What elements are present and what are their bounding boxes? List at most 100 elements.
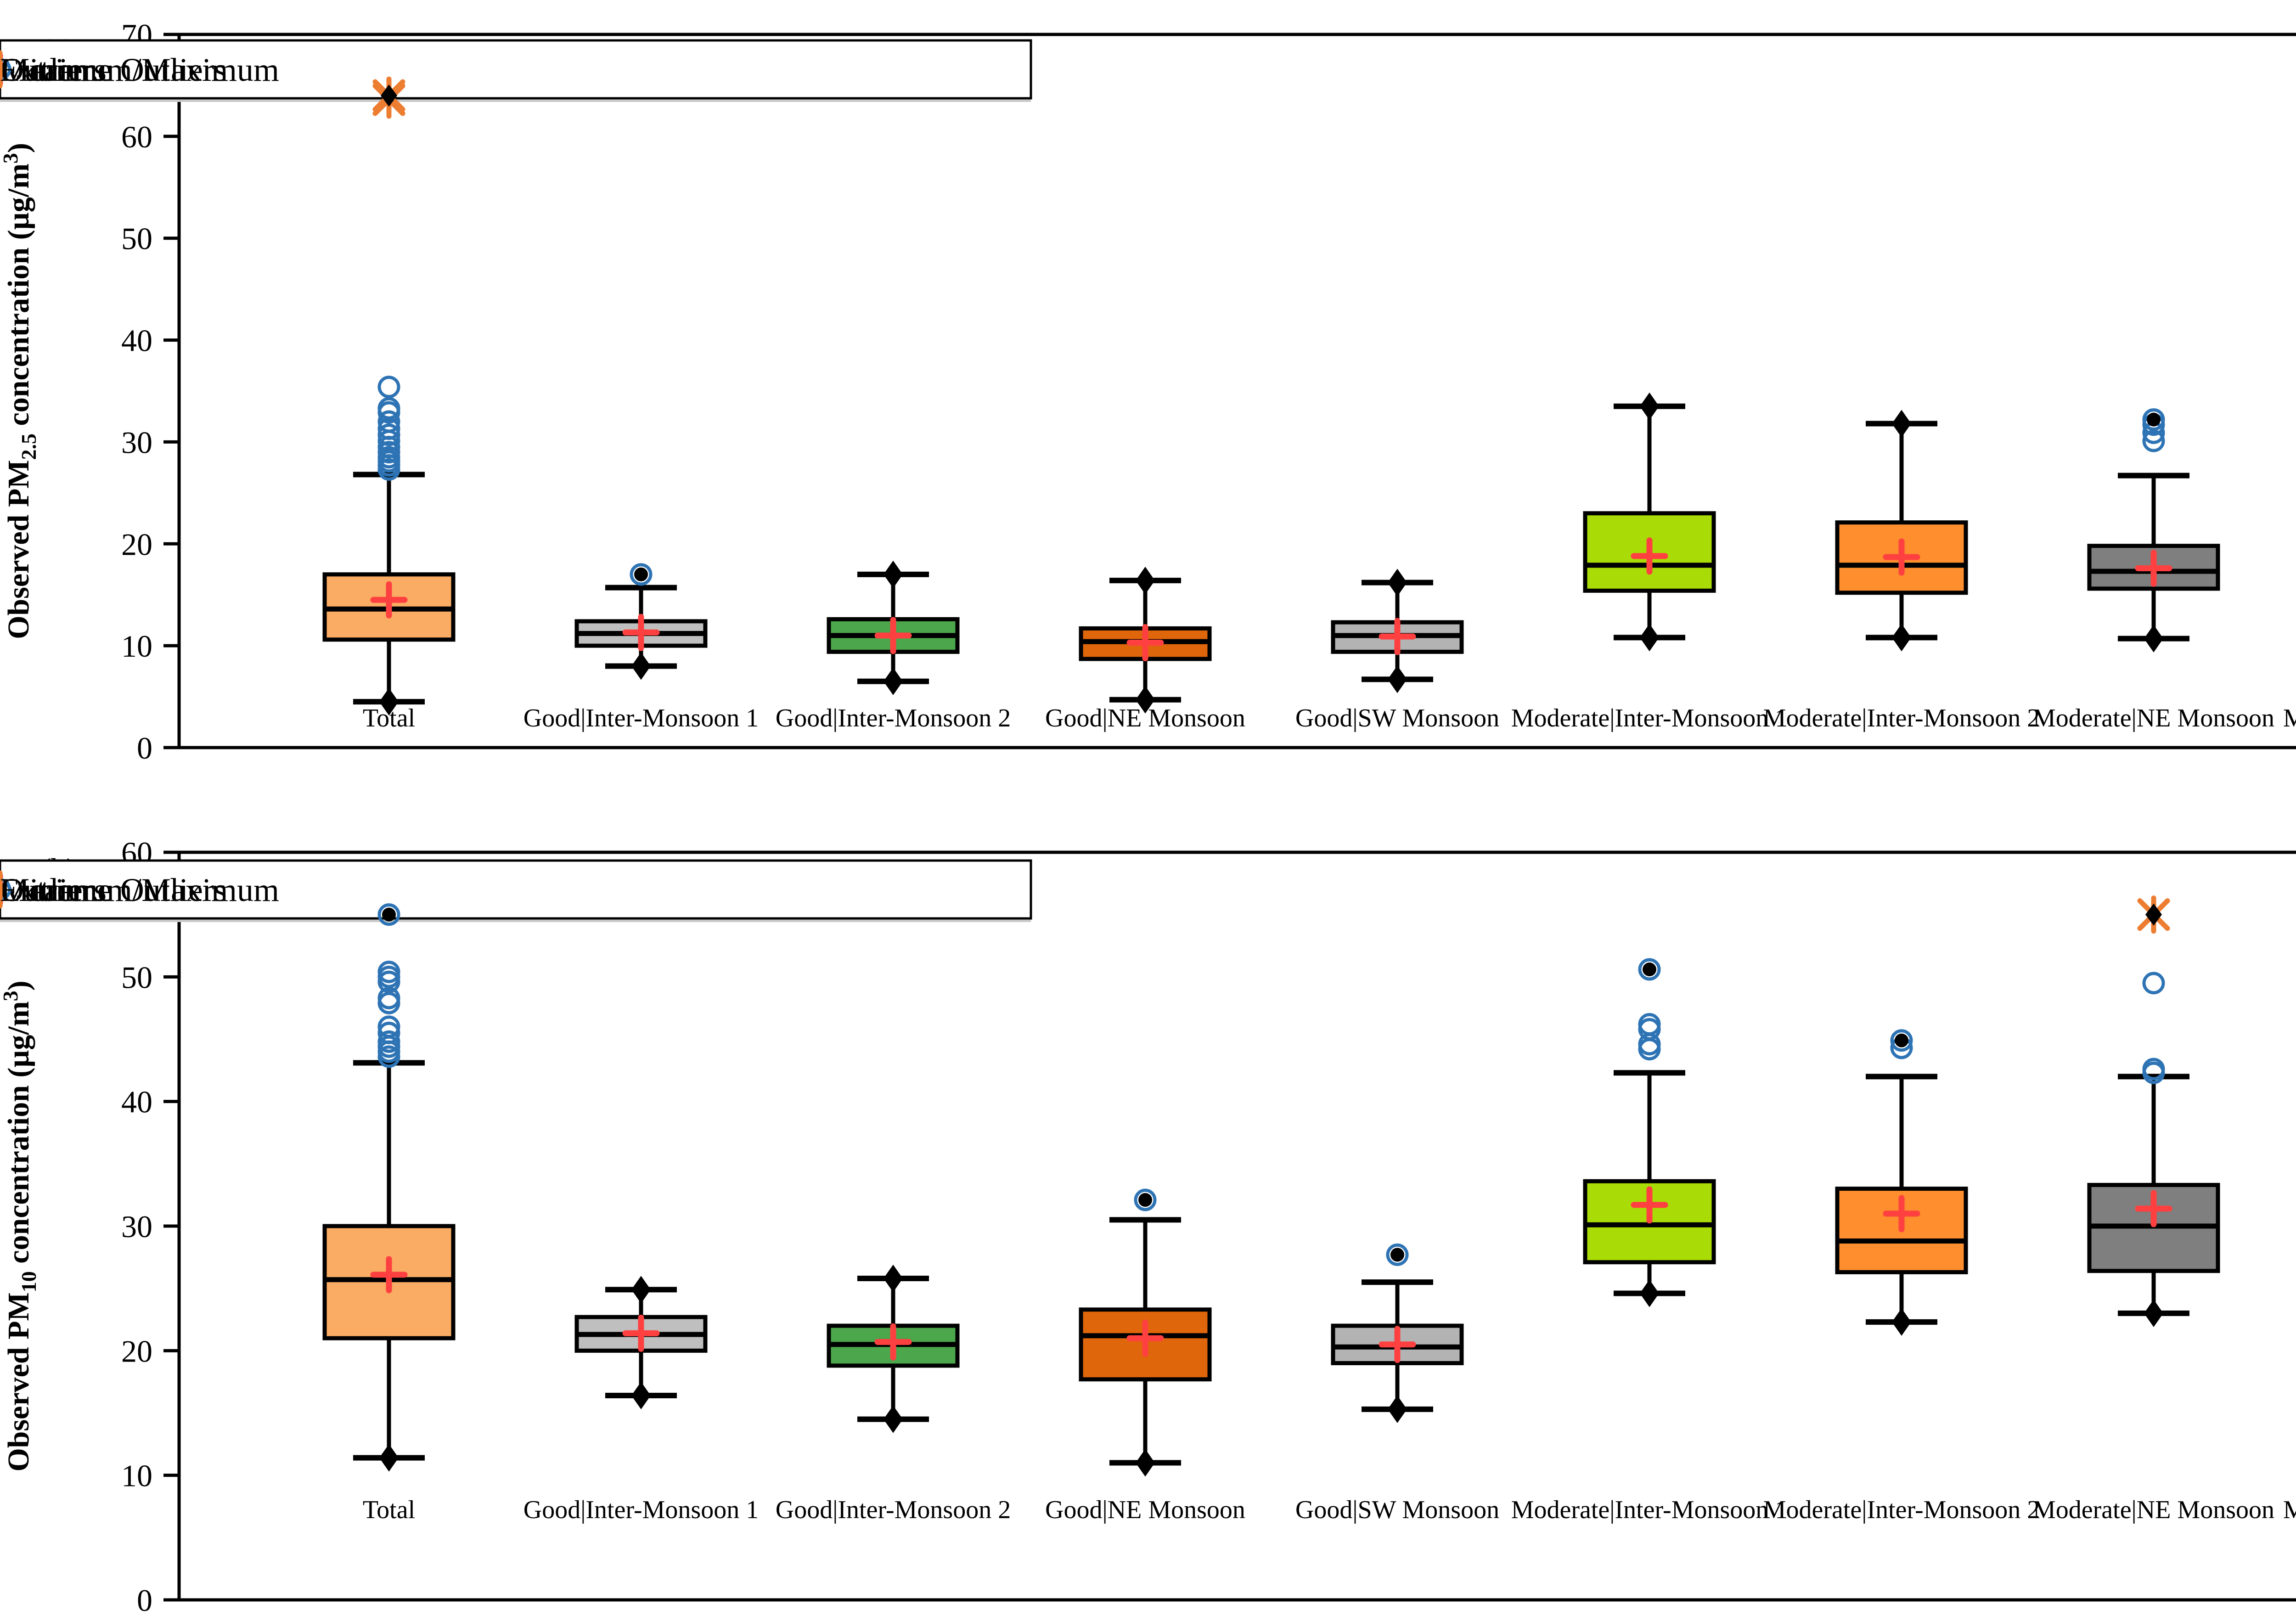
max-diamond-icon <box>2145 903 2162 926</box>
boxplot-b-moderate-ne-monsoon <box>2087 895 2220 1327</box>
max-dot-icon <box>1138 1193 1152 1207</box>
boxplot-b-good-inter-monsoon-1 <box>574 1276 708 1410</box>
boxplot-b-moderate-inter-monsoon-1 <box>1583 958 1716 1307</box>
category-label-b-good-inter-monsoon-2: Good|Inter-Monsoon 2 <box>776 1496 1011 1524</box>
mean-plus-icon <box>1631 1186 1668 1224</box>
outlier-circle-icon <box>1134 1188 1157 1211</box>
max-dot-icon <box>634 567 648 581</box>
outlier-circle-icon <box>0 878 11 901</box>
category-label-a-good-ne-monsoon: Good|NE Monsoon <box>1045 704 1245 732</box>
mean-plus-icon <box>1883 1195 1920 1233</box>
max-dot-icon <box>1390 1248 1404 1262</box>
category-label-b-moderate-inter-monsoon-1: Moderate|Inter-Monsoon 1 <box>1511 1496 1788 1524</box>
outlier-circle-icon <box>377 960 400 983</box>
category-label-a-moderate-inter-monsoon-1: Moderate|Inter-Monsoon 1 <box>1511 704 1788 732</box>
y-tick-label: 60 <box>121 119 152 154</box>
category-label-b-moderate-ne-monsoon: Moderate|NE Monsoon <box>2033 1496 2274 1524</box>
boxplot-b-moderate-inter-monsoon-2 <box>1835 1029 1968 1336</box>
boxplot-b-good-sw-monsoon <box>1331 1243 1464 1423</box>
max-dot-icon <box>2147 412 2161 427</box>
category-label-a-moderate-sw-monsoon: Moderate|SW Monsoon <box>2283 704 2296 732</box>
mean-plus-icon <box>1379 1326 1416 1363</box>
y-tick-label: 50 <box>121 960 152 995</box>
outlier-circle-icon <box>2142 408 2165 431</box>
max-diamond-icon <box>884 1264 903 1292</box>
min-diamond-icon <box>1136 1449 1155 1477</box>
y-tick-label: 20 <box>121 1334 152 1368</box>
min-diamond-icon <box>2144 1299 2163 1327</box>
max-diamond-icon <box>1640 392 1659 420</box>
category-label-b-total: Total <box>363 1496 415 1524</box>
mean-plus-icon <box>1126 1319 1164 1357</box>
boxplot-a-moderate-ne-monsoon <box>2087 408 2220 653</box>
y-tick-label: 20 <box>121 527 152 562</box>
legend-label-mean: Mean <box>0 51 75 88</box>
outlier-circle-icon <box>377 1030 400 1053</box>
category-label-b-good-sw-monsoon: Good|SW Monsoon <box>1295 1496 1499 1524</box>
mean-plus-icon <box>1379 618 1416 655</box>
outlier-circle-icon <box>377 376 400 399</box>
y-axis-title-b: Observed PM10 concentration (µg/m3) <box>0 980 40 1471</box>
outlier-circle-icon <box>0 58 11 81</box>
mean-plus-icon <box>1631 537 1668 575</box>
outlier-circle-icon <box>377 986 400 1009</box>
min-diamond-icon <box>1388 1395 1407 1423</box>
min-diamond-icon <box>884 667 903 695</box>
legend-box <box>0 859 1032 920</box>
min-diamond-icon <box>1640 624 1659 652</box>
legend-label-mean: Mean <box>0 872 75 908</box>
y-tick-label: 30 <box>121 1209 152 1244</box>
category-label-a-moderate-inter-monsoon-2: Moderate|Inter-Monsoon 2 <box>1763 704 2040 732</box>
mean-plus-icon <box>622 1314 660 1352</box>
max-diamond-icon <box>381 84 397 107</box>
outlier-circle-icon <box>377 410 400 433</box>
max-diamond-icon <box>631 1276 651 1304</box>
category-label-a-good-inter-monsoon-2: Good|Inter-Monsoon 2 <box>776 704 1011 732</box>
mean-plus-icon <box>1883 538 1920 576</box>
mean-plus-icon <box>2135 550 2172 587</box>
mean-plus-icon <box>370 1256 408 1294</box>
outlier-circle-icon <box>377 397 400 420</box>
outlier-circle-icon <box>1638 958 1661 981</box>
max-diamond-icon <box>1892 410 1911 438</box>
boxplot-b-good-ne-monsoon <box>1079 1188 1212 1477</box>
boxplot-b-good-inter-monsoon-2 <box>827 1264 960 1433</box>
min-diamond-icon <box>631 1382 651 1410</box>
min-diamond-icon <box>379 1444 399 1472</box>
outlier-circle-icon <box>377 1021 400 1044</box>
y-tick-label: 50 <box>121 221 152 256</box>
outlier-circle-icon <box>1386 1243 1409 1266</box>
legend-label-minimum-maximum: Minimum/Maximum <box>0 872 279 908</box>
min-diamond-icon <box>1892 624 1911 652</box>
max-dot-icon <box>382 907 396 922</box>
legend-label-extreme-outliers: Extreme Outliers <box>0 872 227 908</box>
min-diamond-icon <box>1640 1279 1659 1307</box>
outlier-circle-icon <box>630 563 653 586</box>
legend-label-extreme-outliers: Extreme Outliers <box>0 51 227 88</box>
mean-plus-icon <box>2135 1190 2172 1227</box>
y-tick-label: 0 <box>137 731 152 765</box>
mean-plus-icon <box>874 1323 912 1361</box>
category-label-b-good-inter-monsoon-1: Good|Inter-Monsoon 1 <box>523 1496 759 1524</box>
y-tick-label: 0 <box>137 1583 152 1618</box>
boxplot-b-total <box>322 903 456 1472</box>
min-diamond-icon <box>1388 665 1407 693</box>
category-label-b-moderate-sw-monsoon: Moderate|SW Monsoon <box>2283 1496 2296 1524</box>
y-tick-label: 10 <box>121 1458 152 1493</box>
max-diamond-icon <box>884 560 903 588</box>
legend-box <box>0 39 1032 100</box>
max-dot-icon <box>1643 962 1656 977</box>
min-diamond-icon <box>1136 686 1155 714</box>
boxplot-a-good-inter-monsoon-2 <box>827 560 960 695</box>
y-tick-label: 10 <box>121 629 152 664</box>
plot-frame-b <box>177 850 2296 1602</box>
max-dot-icon <box>1895 1033 1908 1047</box>
